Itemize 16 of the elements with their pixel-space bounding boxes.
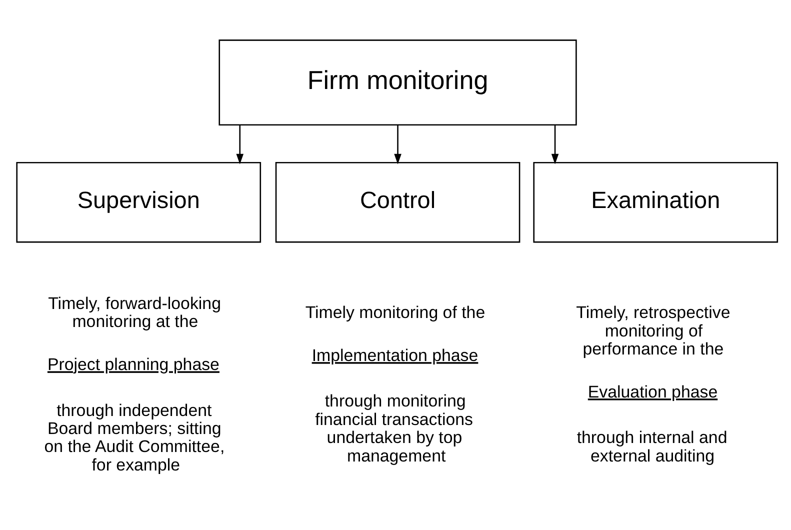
node-label: through independent Board members; sitting on the Audit Committee, for example	[44, 400, 225, 474]
node-label: Implementation phase	[312, 346, 478, 365]
node-box: Control	[275, 161, 520, 242]
node-label: Timely, forward-looking monitoring at the	[48, 293, 221, 331]
node-box: Supervision	[16, 161, 262, 242]
node-label: Evaluation phase	[588, 382, 718, 402]
arrow	[551, 124, 559, 164]
node-label: through monitoring financial transactions undertaken by top management	[315, 391, 473, 465]
node-label: Timely monitoring of the	[305, 302, 486, 322]
node-box: Examination	[533, 161, 778, 242]
arrow	[236, 124, 244, 164]
node-box: Firm monitoring	[218, 39, 577, 125]
node-label: Timely, retrospective monitoring of performance in the	[576, 302, 730, 358]
node-label: through internal and external auditing	[576, 428, 728, 465]
arrow	[394, 124, 402, 164]
node-label: Project planning phase	[47, 354, 220, 374]
